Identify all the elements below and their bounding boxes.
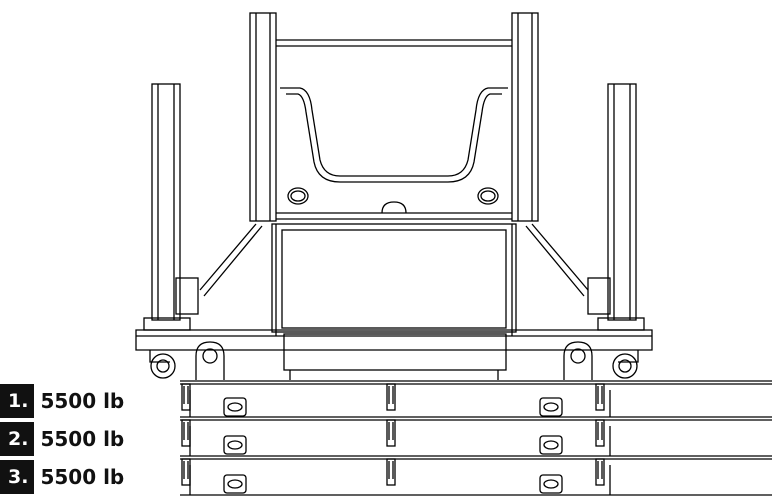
load-row-3: 3. 5500 lb bbox=[0, 460, 124, 494]
base-plate bbox=[135, 317, 653, 363]
row-number: 2. bbox=[0, 422, 35, 456]
load-row-2: 2. 5500 lb bbox=[0, 422, 124, 456]
lower-housing bbox=[271, 223, 517, 380]
right-outer-mast bbox=[587, 83, 637, 321]
row-number: 3. bbox=[0, 460, 35, 494]
row-load: 5500 lb bbox=[40, 427, 125, 451]
row-load: 5500 lb bbox=[40, 389, 125, 413]
wheels bbox=[150, 341, 638, 380]
row-load: 5500 lb bbox=[40, 465, 125, 489]
diagonal-braces bbox=[199, 223, 589, 297]
row-number: 1. bbox=[0, 384, 35, 418]
load-row-1: 1. 5500 lb bbox=[0, 384, 124, 418]
left-outer-mast bbox=[151, 83, 199, 321]
carriage-frame bbox=[249, 12, 539, 222]
pallet-stack bbox=[180, 380, 772, 496]
